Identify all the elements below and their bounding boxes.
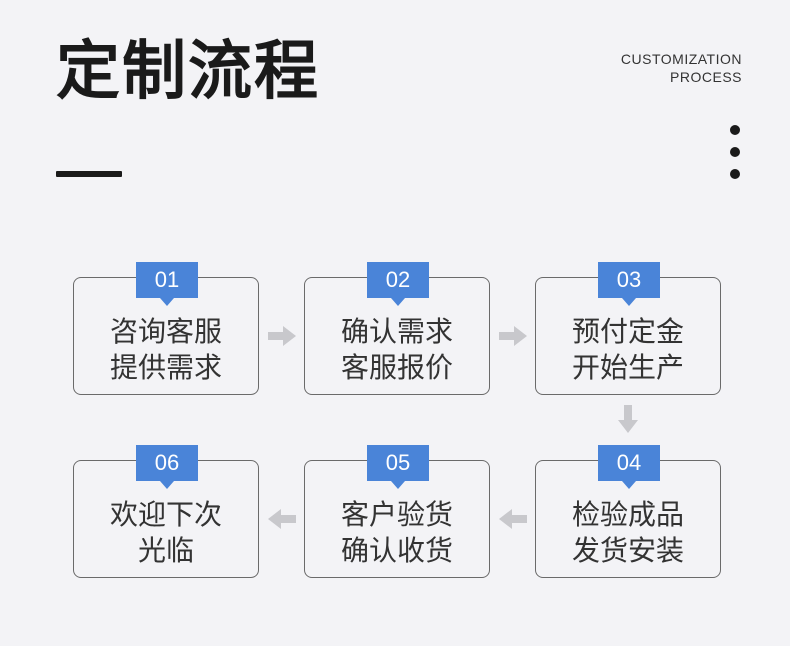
arrow-left-icon — [268, 509, 296, 529]
step-text-line-1: 预付定金 — [571, 315, 684, 348]
step-text-line-2: 客服报价 — [340, 351, 453, 384]
step-text-line-1: 确认需求 — [340, 315, 453, 348]
step-number-badge: 04 — [598, 445, 660, 489]
step-card-01: 01 咨询客服 提供需求 — [73, 262, 259, 395]
dot — [730, 125, 740, 135]
step-text: 咨询客服 提供需求 — [74, 314, 258, 386]
step-text-line-2: 开始生产 — [571, 351, 684, 384]
step-number-badge: 01 — [136, 262, 198, 306]
step-text-line-2: 确认收货 — [340, 534, 453, 567]
step-text-line-2: 提供需求 — [109, 351, 222, 384]
step-text-line-1: 欢迎下次 — [109, 498, 222, 531]
step-card-02: 02 确认需求 客服报价 — [304, 262, 490, 395]
step-number-badge: 02 — [367, 262, 429, 306]
title-underline — [56, 171, 122, 177]
subtitle-line-2: PROCESS — [670, 69, 742, 85]
step-text-line-1: 检验成品 — [571, 498, 684, 531]
step-text-line-2: 发货安装 — [571, 534, 684, 567]
step-text: 欢迎下次 光临 — [74, 497, 258, 569]
arrow-left-icon — [499, 509, 527, 529]
step-card-05: 05 客户验货 确认收货 — [304, 445, 490, 578]
step-text: 检验成品 发货安装 — [536, 497, 720, 569]
step-number-badge: 05 — [367, 445, 429, 489]
step-text-line-2: 光临 — [137, 534, 194, 567]
step-number-badge: 03 — [598, 262, 660, 306]
step-text: 客户验货 确认收货 — [305, 497, 489, 569]
dot — [730, 147, 740, 157]
vertical-dots-icon — [730, 125, 742, 191]
step-card-06: 06 欢迎下次 光临 — [73, 445, 259, 578]
step-text-line-1: 客户验货 — [340, 498, 453, 531]
page-title: 定制流程 — [56, 35, 320, 109]
dot — [730, 169, 740, 179]
page-subtitle: CUSTOMIZATION PROCESS — [621, 50, 742, 86]
step-number-badge: 06 — [136, 445, 198, 489]
step-text: 确认需求 客服报价 — [305, 314, 489, 386]
step-card-03: 03 预付定金 开始生产 — [535, 262, 721, 395]
subtitle-line-1: CUSTOMIZATION — [620, 51, 742, 67]
step-card-04: 04 检验成品 发货安装 — [535, 445, 721, 578]
step-text: 预付定金 开始生产 — [536, 314, 720, 386]
arrow-right-icon — [499, 326, 527, 346]
arrow-down-icon — [618, 405, 638, 433]
step-text-line-1: 咨询客服 — [109, 315, 222, 348]
arrow-right-icon — [268, 326, 296, 346]
